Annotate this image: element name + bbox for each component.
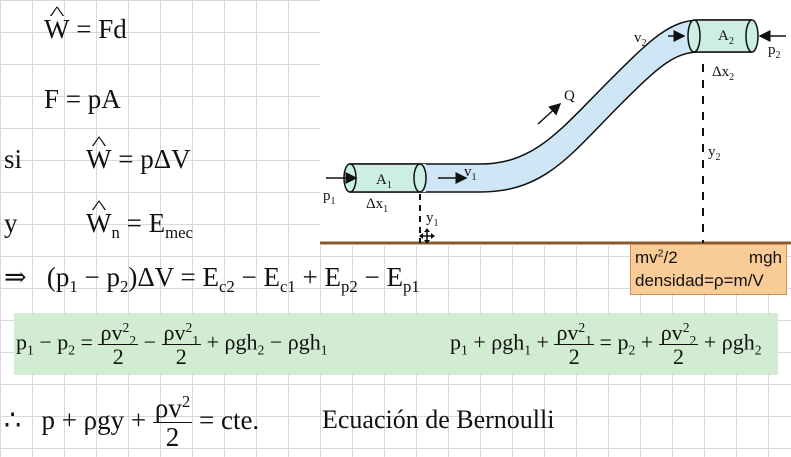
pipe-diagram: p1 A1 Δx1 v1 y1 Q v2 A2 p2 Δx2 y2	[320, 0, 791, 246]
label-v2: v	[634, 30, 642, 46]
label-y2: y	[708, 144, 716, 160]
svg-text:y1: y1	[426, 210, 439, 229]
si-word: si	[4, 144, 23, 174]
svg-text:y2: y2	[708, 144, 721, 163]
label-p2: p	[768, 42, 776, 58]
label-y1: y	[426, 210, 434, 226]
therefore-symbol: ∴	[4, 405, 22, 436]
label-dx2: Δx	[712, 64, 730, 80]
svg-text:A1: A1	[376, 172, 392, 191]
label-dx1: Δx	[366, 196, 384, 212]
svg-text:v1: v1	[464, 164, 477, 183]
svg-text:v2: v2	[634, 30, 647, 49]
move-cursor-icon	[419, 228, 435, 244]
label-p1: p	[323, 188, 331, 204]
svg-text:Δx2: Δx2	[712, 64, 734, 83]
y-word: y	[4, 208, 18, 238]
potential-label: mgh	[748, 248, 782, 267]
outlet-left-face	[687, 19, 701, 53]
label-a2: A	[718, 28, 729, 44]
svg-text:A2: A2	[718, 28, 734, 47]
density-label: densidad=ρ=m/V	[635, 271, 764, 290]
outlet-right-face	[745, 19, 759, 53]
q-arrow	[537, 102, 562, 125]
force-equation: F = pA	[44, 84, 121, 114]
svg-text:p2: p2	[768, 42, 781, 61]
svg-text:p1: p1	[323, 188, 336, 207]
implies-equation: ⇒ (p1 − p2)ΔV = Ec2 − Ec1 + Ep2 − Ep1	[4, 262, 420, 296]
label-a1: A	[376, 172, 387, 188]
work-energy-equation: Wn = Emec	[86, 210, 193, 241]
implies-arrow: ⇒	[4, 262, 27, 292]
work-equation: W = Fd	[44, 16, 127, 43]
label-q: Q	[564, 88, 575, 104]
energy-note: mv2/2 mgh densidad=ρ=m/V	[630, 244, 787, 295]
pipe-svg: p1 A1 Δx1 v1 y1 Q v2 A2 p2 Δx2 y2	[320, 19, 791, 245]
bernoulli-title: Ecuación de Bernoulli	[322, 405, 555, 434]
work-pressure-equation: W = pΔV	[86, 146, 191, 173]
outlet-section	[694, 20, 752, 52]
svg-text:Δx1: Δx1	[366, 196, 388, 215]
kinetic-label: mv2/2	[635, 247, 678, 267]
inlet-right-face	[413, 163, 427, 193]
label-v1: v	[464, 164, 472, 180]
